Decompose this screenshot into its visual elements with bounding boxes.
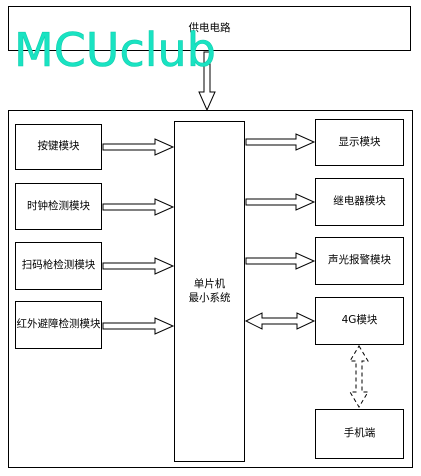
key-module-label: 按键模块 bbox=[37, 140, 80, 153]
mcuclub-watermark: MCUclub bbox=[14, 23, 217, 77]
scanner-module-label: 扫码枪检测模块 bbox=[21, 259, 96, 272]
display-module-label: 显示模块 bbox=[338, 135, 381, 148]
relay-module-box: 继电器模块 bbox=[315, 178, 404, 226]
alarm-module-label: 声光报警模块 bbox=[328, 254, 391, 267]
ir-module-label: 红外避障检测模块 bbox=[16, 318, 101, 331]
alarm-module-box: 声光报警模块 bbox=[315, 237, 404, 285]
power-supply-label: 供电电路 bbox=[188, 21, 231, 34]
phone-label: 手机端 bbox=[343, 427, 376, 440]
scanner-module-box: 扫码枪检测模块 bbox=[15, 242, 102, 290]
mcu-label-line1: 单片机 bbox=[193, 278, 226, 291]
mcu-label-line2: 最小系统 bbox=[188, 291, 231, 304]
phone-box: 手机端 bbox=[315, 409, 404, 459]
relay-module-label: 继电器模块 bbox=[333, 195, 386, 208]
clock-module-label: 时钟检测模块 bbox=[27, 199, 90, 212]
ir-module-box: 红外避障检测模块 bbox=[15, 301, 102, 349]
key-module-box: 按键模块 bbox=[15, 124, 102, 170]
power-supply-box: 供电电路 bbox=[8, 6, 411, 51]
4g-module-label: 4G模块 bbox=[341, 314, 378, 327]
display-module-box: 显示模块 bbox=[315, 119, 404, 166]
clock-module-box: 时钟检测模块 bbox=[15, 183, 102, 230]
4g-module-box: 4G模块 bbox=[315, 297, 404, 345]
mcu-box: 单片机 最小系统 bbox=[174, 121, 245, 462]
